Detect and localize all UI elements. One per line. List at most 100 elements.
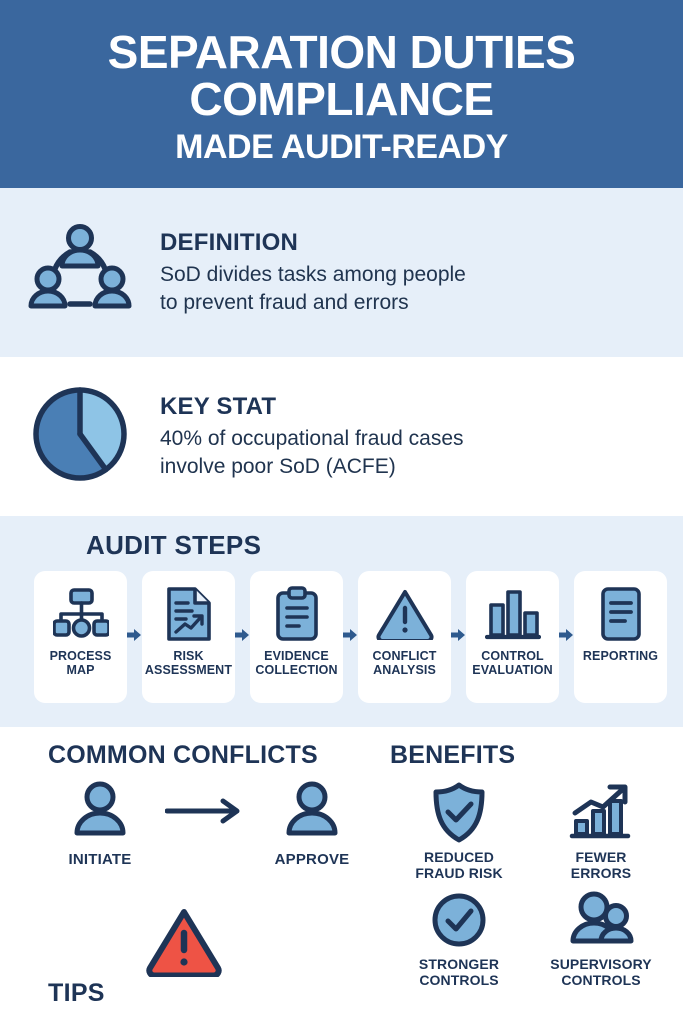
warning-triangle-icon <box>376 583 434 645</box>
benefit-label-line-2: CONTROLS <box>561 972 641 989</box>
step-label-line-2: COLLECTION <box>255 663 338 678</box>
page-title: SEPARATION DUTIES COMPLIANCE MADE AUDIT-… <box>108 29 576 164</box>
benefits-heading: BENEFITS <box>390 741 516 769</box>
audit-step-label: REPORTING <box>581 649 660 663</box>
audit-step-label: CONTROL EVALUATION <box>470 649 554 678</box>
benefit-label: STRONGER CONTROLS <box>419 956 499 988</box>
supervisor-people-icon <box>568 887 634 953</box>
benefit-reduced-fraud-risk: REDUCED FRAUD RISK <box>390 780 528 881</box>
benefit-stronger-controls: STRONGER CONTROLS <box>390 887 528 988</box>
benefits-grid: REDUCED FRAUD RISK <box>390 780 683 988</box>
step-connector-3 <box>343 571 358 703</box>
audit-steps-row: PROCESS MAP <box>34 571 667 703</box>
definition-icon-container <box>0 216 160 329</box>
benefit-label-line-1: STRONGER <box>418 956 500 973</box>
definition-section: DEFINITION SoD divides tasks among peopl… <box>0 188 683 357</box>
audit-step-label: CONFLICT ANALYSIS <box>371 649 439 678</box>
key-stat-body-line-1: 40% of occupational fraud cases <box>160 427 464 451</box>
definition-body-line-1: SoD divides tasks among people <box>160 263 466 287</box>
step-label-line-2: MAP <box>66 663 95 678</box>
benefit-label-line-2: CONTROLS <box>419 972 499 989</box>
benefit-supervisory-controls: SUPERVISORY CONTROLS <box>532 887 670 988</box>
audit-step-label: RISK ASSESSMENT <box>143 649 234 678</box>
audit-step-card-conflict-analysis[interactable]: CONFLICT ANALYSIS <box>358 571 451 703</box>
step-label-line-2: ANALYSIS <box>373 663 436 678</box>
benefit-label-line-1: REDUCED <box>424 849 494 865</box>
key-stat-body: 40% of occupational fraud cases involve … <box>160 425 663 480</box>
common-conflicts-heading: COMMON CONFLICTS <box>48 741 318 769</box>
step-connector-2 <box>235 571 250 703</box>
document-trend-icon <box>165 583 213 645</box>
step-connector-1 <box>127 571 142 703</box>
step-label-line-1: PROCESS <box>49 649 112 663</box>
org-chart-icon <box>52 583 109 645</box>
title-line-2: COMPLIANCE <box>189 73 494 126</box>
arrow-right-icon <box>127 628 142 647</box>
benefits-column: BENEFITS REDUCED FRAUD RISK <box>380 741 683 1024</box>
audit-step-card-risk-assessment[interactable]: RISK ASSESSMENT <box>142 571 235 703</box>
arrow-right-icon <box>559 628 574 647</box>
person-icon <box>69 780 131 847</box>
initiate-label: INITIATE <box>68 851 132 868</box>
pie-chart-icon <box>28 382 132 491</box>
growth-chart-icon <box>569 780 633 846</box>
person-icon <box>281 780 343 847</box>
definition-body: SoD divides tasks among people to preven… <box>160 261 663 316</box>
arrow-right-icon <box>451 628 466 647</box>
shield-check-icon <box>431 780 487 846</box>
common-conflicts-column: COMMON CONFLICTS INITIATE <box>0 741 380 1024</box>
benefit-label-line-2: FRAUD RISK <box>415 865 503 882</box>
people-network-icon <box>26 216 134 329</box>
audit-step-card-control-evaluation[interactable]: CONTROL EVALUATION <box>466 571 559 703</box>
key-stat-title: KEY STAT <box>160 393 277 421</box>
arrow-right-icon <box>343 628 358 647</box>
red-warning-triangle-icon <box>145 909 223 981</box>
definition-text: DEFINITION SoD divides tasks among peopl… <box>160 229 683 316</box>
benefit-label: REDUCED FRAUD RISK <box>415 849 502 881</box>
key-stat-text: KEY STAT 40% of occupational fraud cases… <box>160 393 683 480</box>
header-banner: SEPARATION DUTIES COMPLIANCE MADE AUDIT-… <box>0 0 683 188</box>
audit-step-card-evidence-collection[interactable]: EVIDENCE COLLECTION <box>250 571 343 703</box>
bottom-section: COMMON CONFLICTS INITIATE <box>0 727 683 1024</box>
clipboard-icon <box>274 583 320 645</box>
key-stat-icon-container <box>0 382 160 491</box>
benefit-fewer-errors: FEWER ERRORS <box>532 780 670 881</box>
conflict-alert <box>145 907 223 982</box>
benefit-label-line-1: SUPERVISORY <box>550 956 652 973</box>
definition-body-line-2: to prevent fraud and errors <box>160 290 409 314</box>
title-line-1: SEPARATION DUTIES <box>107 26 576 79</box>
long-arrow-right-icon <box>164 797 247 830</box>
conflict-approve: APPROVE <box>260 780 364 868</box>
key-stat-body-line-2: involve poor SoD (ACFE) <box>160 454 396 478</box>
audit-step-label: PROCESS MAP <box>48 649 114 678</box>
bar-chart-icon <box>484 583 541 645</box>
circle-check-icon <box>430 887 488 953</box>
audit-steps-section: AUDIT STEPS PROCESS MAP <box>0 516 683 727</box>
step-label-line-1: RISK <box>173 649 204 663</box>
conflict-flow-row: INITIATE <box>48 780 380 868</box>
audit-step-card-reporting[interactable]: REPORTING <box>574 571 667 703</box>
audit-step-card-process-map[interactable]: PROCESS MAP <box>34 571 127 703</box>
audit-steps-heading: AUDIT STEPS <box>86 530 262 560</box>
step-label-line-2: EVALUATION <box>472 663 553 678</box>
tips-label: TIPS <box>48 979 105 1007</box>
step-label-line-2: ASSESSMENT <box>144 663 233 678</box>
benefit-label: FEWER ERRORS <box>571 849 632 881</box>
definition-title: DEFINITION <box>160 229 298 257</box>
benefit-label-line-2: ERRORS <box>570 865 632 882</box>
conflict-initiate: INITIATE <box>48 780 152 868</box>
key-stat-section: KEY STAT 40% of occupational fraud cases… <box>0 357 683 516</box>
step-connector-4 <box>451 571 466 703</box>
step-label-line-1: REPORTING <box>582 649 659 663</box>
report-document-icon <box>599 583 643 645</box>
step-connector-5 <box>559 571 574 703</box>
step-label-line-1: CONTROL <box>481 649 544 663</box>
arrow-right-icon <box>235 628 250 647</box>
benefit-label-line-1: FEWER <box>575 849 627 865</box>
conflict-arrow <box>158 797 254 830</box>
step-label-line-1: EVIDENCE <box>264 649 329 663</box>
step-label-line-1: CONFLICT <box>372 649 437 663</box>
benefit-label: SUPERVISORY CONTROLS <box>550 956 651 988</box>
title-line-3: MADE AUDIT-READY <box>175 128 508 167</box>
